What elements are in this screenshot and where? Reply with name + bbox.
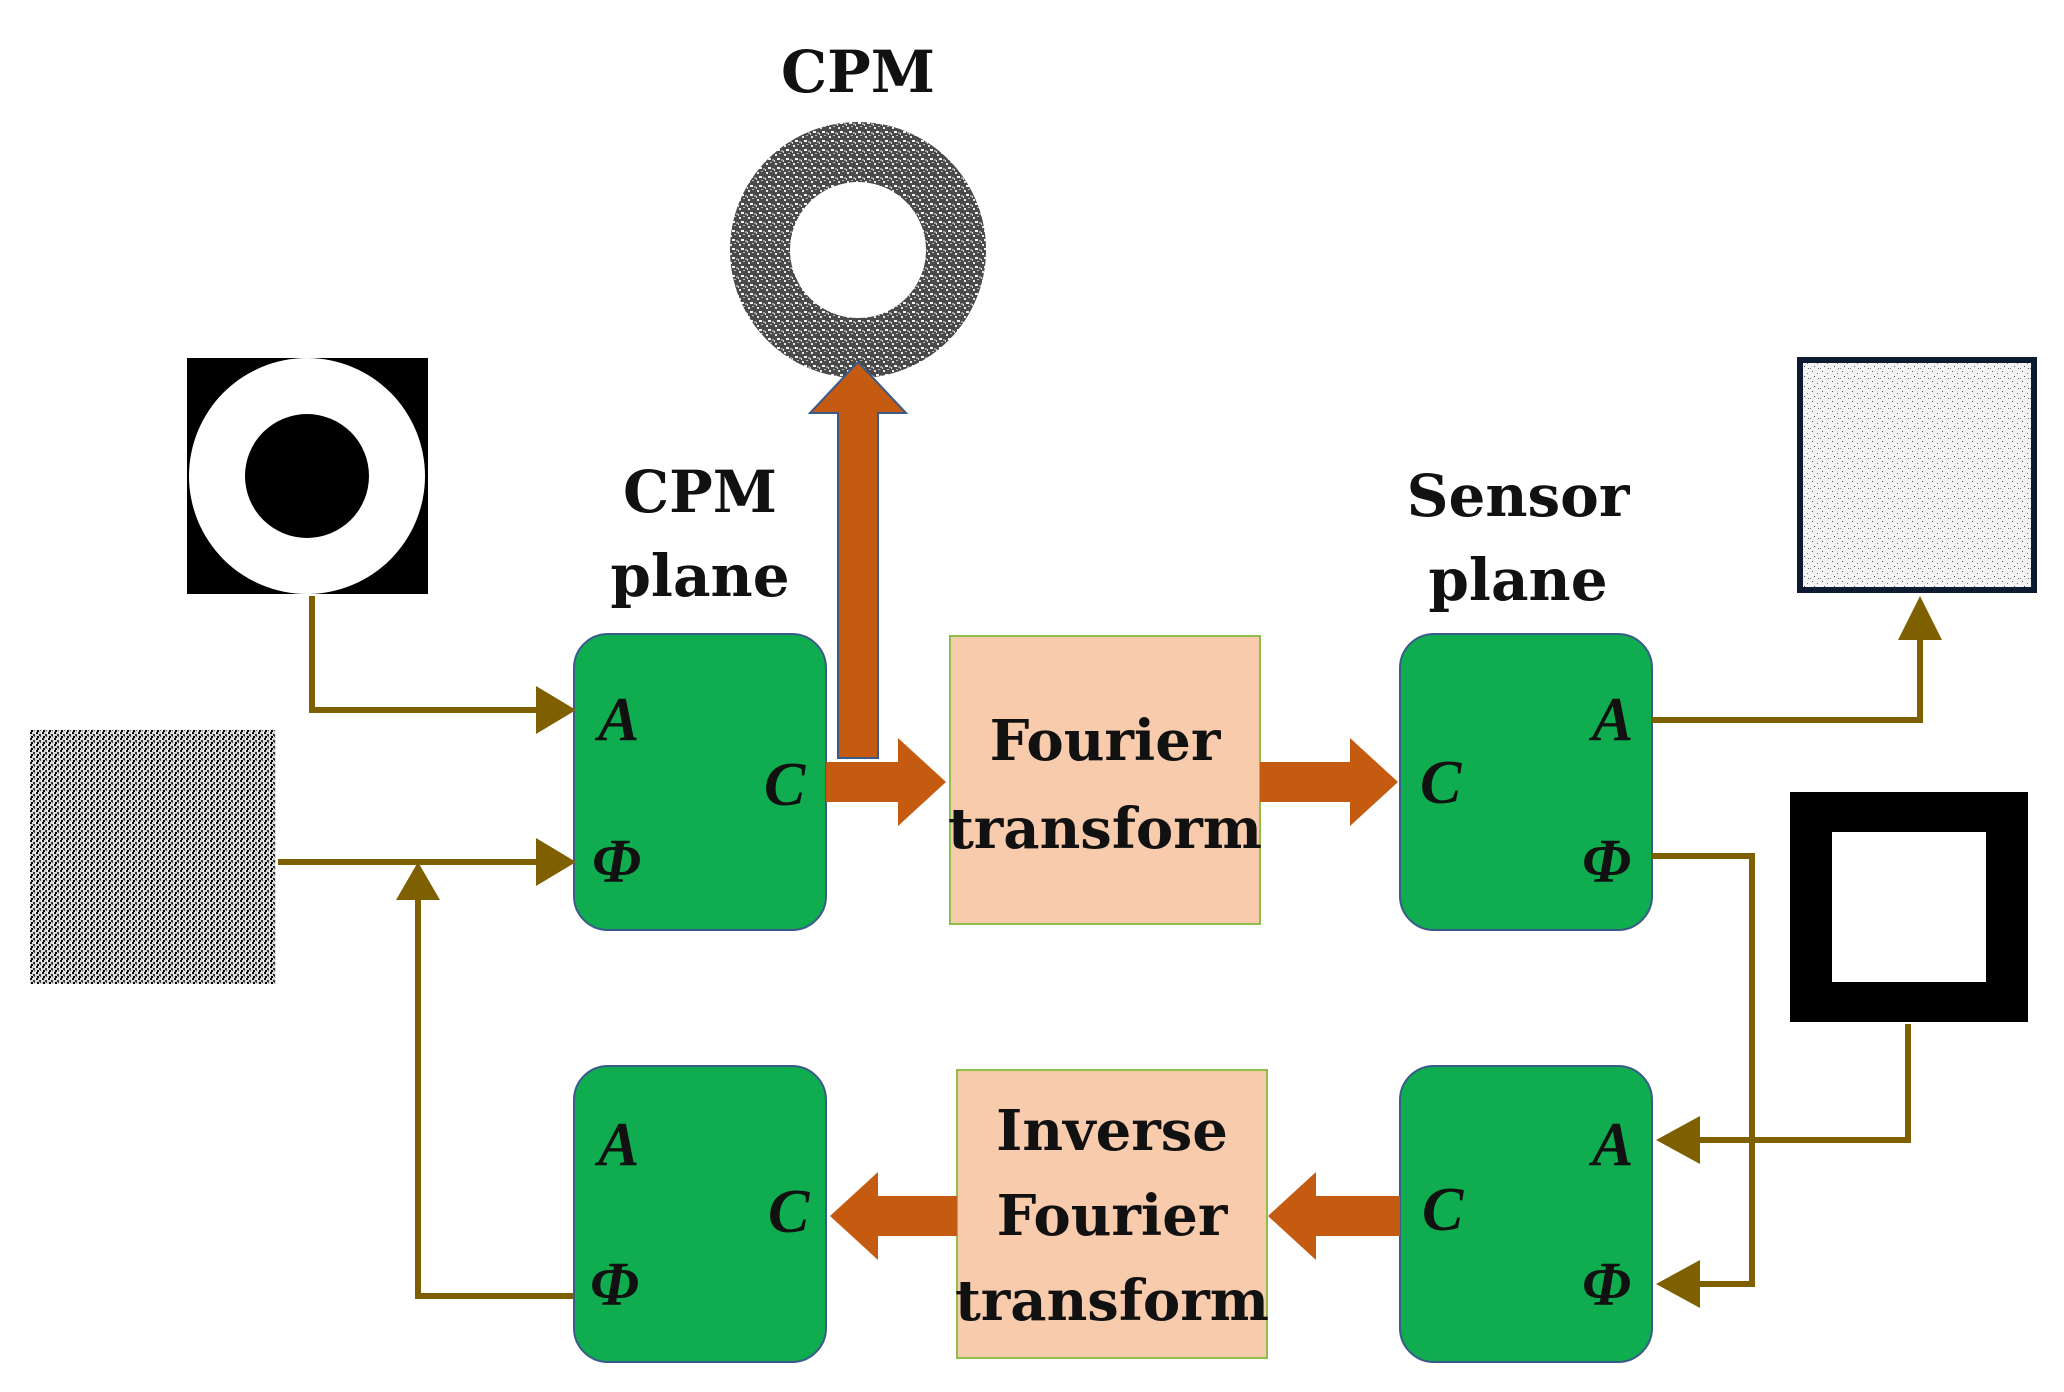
input-amplitude-image (187, 358, 428, 594)
cpm-upward-arrow (807, 360, 909, 759)
arrow-ft-to-sensor (1260, 738, 1398, 826)
cpm-plane-label-2: plane (610, 542, 789, 610)
fourier-transform-label-1: Fourier (990, 708, 1222, 774)
sensor-top-port-a: A (1588, 686, 1633, 754)
sensor-bottom-port-phase: Φ (1582, 1251, 1631, 1319)
cpm-plane-label-1: CPM (623, 458, 777, 526)
inverse-fourier-transform-block: Inverse Fourier transform (955, 1069, 1269, 1359)
arrowhead-to-bottom-a (1656, 1116, 1700, 1164)
sensor-constraint-image (1790, 792, 2028, 1022)
cpm-top-port-c: C (764, 751, 806, 819)
arrowhead-to-cpm-a (536, 686, 576, 734)
cpm-output-image (730, 122, 986, 378)
sensor-plane-label-1: Sensor (1407, 462, 1631, 530)
cpm-bottom-port-c: C (768, 1178, 810, 1246)
arrowhead-feedback-up (396, 862, 440, 900)
olive-arrowheads (396, 596, 1942, 1308)
arrowhead-to-sensor-image (1898, 596, 1942, 640)
arrow-cpm-to-ft (826, 738, 946, 826)
arrowhead-to-bottom-phi (1656, 1260, 1700, 1308)
ift-label-2: Fourier (997, 1183, 1229, 1249)
sensor-top-port-c: C (1420, 749, 1462, 817)
sensor-plane-block-bottom: C A Φ (1399, 1065, 1653, 1363)
sensor-plane-label-2: plane (1428, 546, 1607, 614)
olive-connectors (278, 596, 1923, 1299)
line-amp-input-to-a (309, 596, 540, 713)
cpm-plane-block-top: A Φ C (573, 633, 827, 931)
cpm-top-port-phase: Φ (592, 828, 641, 896)
cpm-plane-block-bottom: A Φ C (573, 1065, 827, 1363)
sensor-bottom-port-c: C (1422, 1176, 1464, 1244)
cpm-bottom-port-phase: Φ (590, 1251, 639, 1319)
sensor-plane-block-top: C A Φ (1399, 633, 1653, 931)
line-constraint-to-bottom-a (1698, 1024, 1911, 1143)
ift-label-1: Inverse (996, 1098, 1228, 1164)
line-sensor-a-to-image (1652, 636, 1923, 723)
sensor-top-port-phase: Φ (1582, 828, 1631, 896)
fourier-transform-block: Fourier transform (948, 635, 1262, 925)
cpm-title: CPM (781, 38, 935, 106)
line-sensor-phi-to-bottom (1652, 853, 1755, 1287)
sensor-bottom-port-a: A (1588, 1111, 1633, 1179)
fourier-transform-label-2: transform (948, 796, 1262, 862)
sensor-amplitude-image (1797, 357, 2037, 593)
ift-label-3: transform (955, 1268, 1269, 1334)
line-feedback-phase (415, 896, 574, 1299)
arrow-ift-to-cpm (830, 1172, 957, 1260)
arrow-sensor-to-ift (1268, 1172, 1400, 1260)
cpm-top-port-a: A (594, 686, 639, 754)
cpm-bottom-port-a: A (594, 1111, 639, 1179)
arrowhead-to-cpm-phi (536, 838, 576, 886)
input-phase-image (30, 730, 276, 984)
